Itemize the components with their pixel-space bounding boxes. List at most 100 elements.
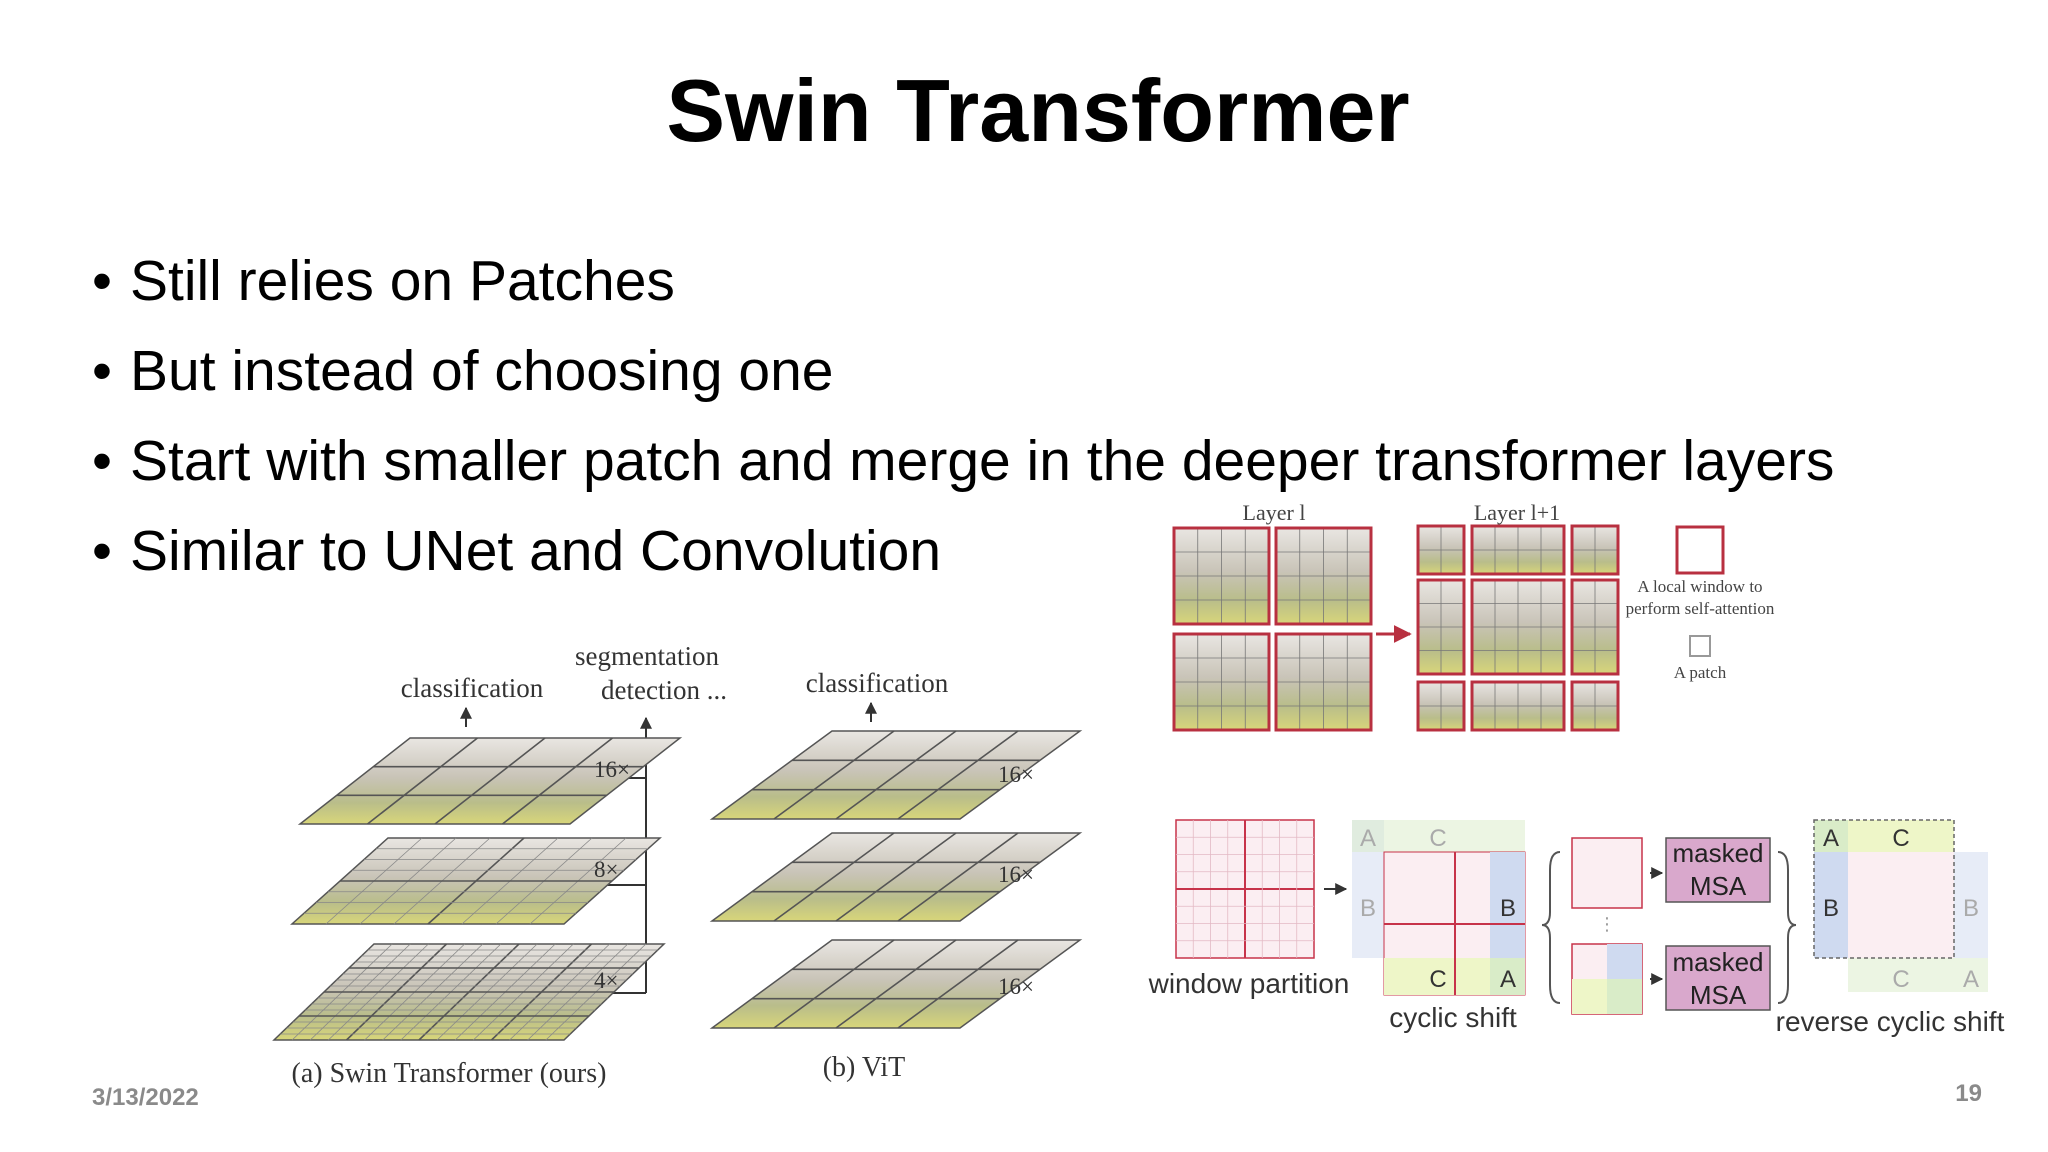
rev-ghost-b bbox=[1954, 852, 1988, 958]
slide-page-number: 19 bbox=[1955, 1080, 1982, 1107]
plane-grid-line bbox=[434, 737, 546, 825]
rev-letter-b: B bbox=[1823, 895, 1839, 922]
bullet-text: Start with smaller patch and merge in th… bbox=[130, 429, 1835, 493]
swin-classification-label: classification bbox=[401, 673, 544, 703]
hierarchy-planes bbox=[272, 730, 1083, 1041]
vit-classification-label: classification bbox=[806, 668, 949, 698]
legend-window-text: A local window to bbox=[1637, 577, 1762, 596]
rev-center bbox=[1848, 852, 1954, 958]
windows-figure: Layer l Layer l+1 A local window to perf… bbox=[1172, 500, 1775, 732]
local-window bbox=[1470, 680, 1566, 732]
rev-ghost-bottom bbox=[1848, 958, 1988, 992]
masked-msa-text: masked bbox=[1672, 838, 1763, 868]
block-c bbox=[1384, 958, 1490, 995]
block-b bbox=[1490, 852, 1525, 958]
plane-grid-line bbox=[502, 737, 613, 825]
local-window bbox=[1274, 632, 1373, 732]
detection-label: detection ... bbox=[601, 675, 727, 705]
legend-patch-text: A patch bbox=[1674, 663, 1727, 682]
plane-grid-line bbox=[367, 737, 478, 825]
rev-block-c bbox=[1848, 820, 1954, 852]
mini-block-b bbox=[1607, 944, 1642, 979]
masked-msa-box bbox=[1665, 945, 1771, 1011]
bullet-item: • Similar to UNet and Convolution bbox=[92, 506, 1834, 596]
plane-grid-line bbox=[773, 939, 895, 1029]
swin-scale-label: 8× bbox=[594, 857, 618, 882]
rev-letter-c: C bbox=[1892, 825, 1909, 852]
masked-msa-text: masked bbox=[1672, 947, 1763, 977]
right-brace bbox=[1777, 851, 1797, 1004]
shift-figure: window partition A C B B C A cyclic shif… bbox=[1148, 819, 2005, 1037]
local-window-legend-icon bbox=[1675, 525, 1725, 575]
plane-grid-line bbox=[897, 730, 1019, 820]
local-window bbox=[1470, 524, 1566, 576]
ghost-letter: B bbox=[1360, 895, 1376, 922]
cyclic-shift-label: cyclic shift bbox=[1389, 1002, 1517, 1033]
mini-block-a bbox=[1607, 979, 1642, 1014]
bullet-dot: • bbox=[92, 519, 112, 583]
layer-l-label: Layer l bbox=[1243, 500, 1306, 525]
local-window bbox=[1172, 632, 1271, 732]
layer-l-image bbox=[1172, 526, 1373, 732]
rev-ghost-letter: B bbox=[1963, 895, 1979, 922]
masked-msa-text: MSA bbox=[1690, 871, 1747, 901]
vertical-ellipsis: ⋮ bbox=[1598, 914, 1616, 934]
plane-grid-line bbox=[835, 832, 957, 922]
layer-l1-image bbox=[1416, 524, 1620, 732]
letter-b: B bbox=[1500, 895, 1516, 922]
swin-scale-label: 4× bbox=[594, 968, 618, 993]
letter-a: A bbox=[1500, 966, 1516, 993]
bullet-dot: • bbox=[92, 249, 112, 313]
plane-grid-line bbox=[897, 832, 1019, 922]
window-partition-label: window partition bbox=[1148, 968, 1350, 999]
local-window bbox=[1570, 524, 1620, 576]
local-window bbox=[1172, 526, 1271, 626]
left-brace bbox=[1541, 851, 1561, 1004]
bullet-item: •Still relies on Patches bbox=[92, 236, 1834, 326]
swin-scale-label: 16× bbox=[594, 757, 630, 782]
ghost-letter: A bbox=[1360, 825, 1376, 852]
window-partition-grid bbox=[1175, 819, 1315, 959]
window-copy bbox=[1571, 837, 1643, 909]
caption-swin: (a) Swin Transformer (ours) bbox=[292, 1058, 607, 1089]
bullet-list: •Still relies on Patches • But instead of… bbox=[92, 236, 1834, 596]
plane-grid-line bbox=[835, 730, 957, 820]
ghost-block-top bbox=[1352, 820, 1525, 852]
local-window bbox=[1416, 680, 1466, 732]
bullet-text: But instead of choosing one bbox=[130, 339, 834, 403]
bullet-dot: • bbox=[92, 429, 112, 493]
vit-scale-label: 16× bbox=[998, 862, 1034, 887]
local-window bbox=[1570, 578, 1620, 676]
masked-msa-box bbox=[1665, 837, 1771, 903]
rev-block-b bbox=[1814, 852, 1848, 958]
vit-scale-label: 16× bbox=[998, 974, 1034, 999]
ghost-letter: C bbox=[1429, 825, 1446, 852]
rev-ghost-letter: A bbox=[1963, 966, 1979, 993]
patch-legend-icon bbox=[1689, 635, 1711, 657]
plane-grid-line bbox=[773, 832, 895, 922]
layer-l1-label: Layer l+1 bbox=[1474, 500, 1560, 525]
local-window bbox=[1570, 680, 1620, 732]
mini-block-c bbox=[1572, 979, 1607, 1014]
rev-ghost-letter: C bbox=[1892, 966, 1909, 993]
slide-date: 3/13/2022 bbox=[92, 1084, 199, 1111]
vit-scale-label: 16× bbox=[998, 762, 1034, 787]
rev-letter-a: A bbox=[1823, 825, 1839, 852]
plane-grid-line bbox=[773, 730, 895, 820]
local-window bbox=[1274, 526, 1373, 626]
bullet-dot: • bbox=[92, 339, 112, 403]
bullet-text: Similar to UNet and Convolution bbox=[130, 519, 942, 583]
local-window bbox=[1416, 524, 1466, 576]
hierarchy-figure: classification segmentation detection ..… bbox=[272, 641, 1083, 1089]
legend-window-text: perform self-attention bbox=[1626, 599, 1775, 618]
bullet-item: • Start with smaller patch and merge in t… bbox=[92, 416, 1834, 506]
rev-block-a bbox=[1814, 820, 1848, 852]
masked-msa-text: MSA bbox=[1690, 980, 1747, 1010]
local-window bbox=[1416, 578, 1466, 676]
rev-dashed-window bbox=[1813, 819, 1955, 959]
plane-grid-line bbox=[835, 939, 957, 1029]
caption-vit: (b) ViT bbox=[823, 1052, 906, 1083]
letter-c: C bbox=[1429, 966, 1446, 993]
local-window bbox=[1470, 578, 1566, 676]
